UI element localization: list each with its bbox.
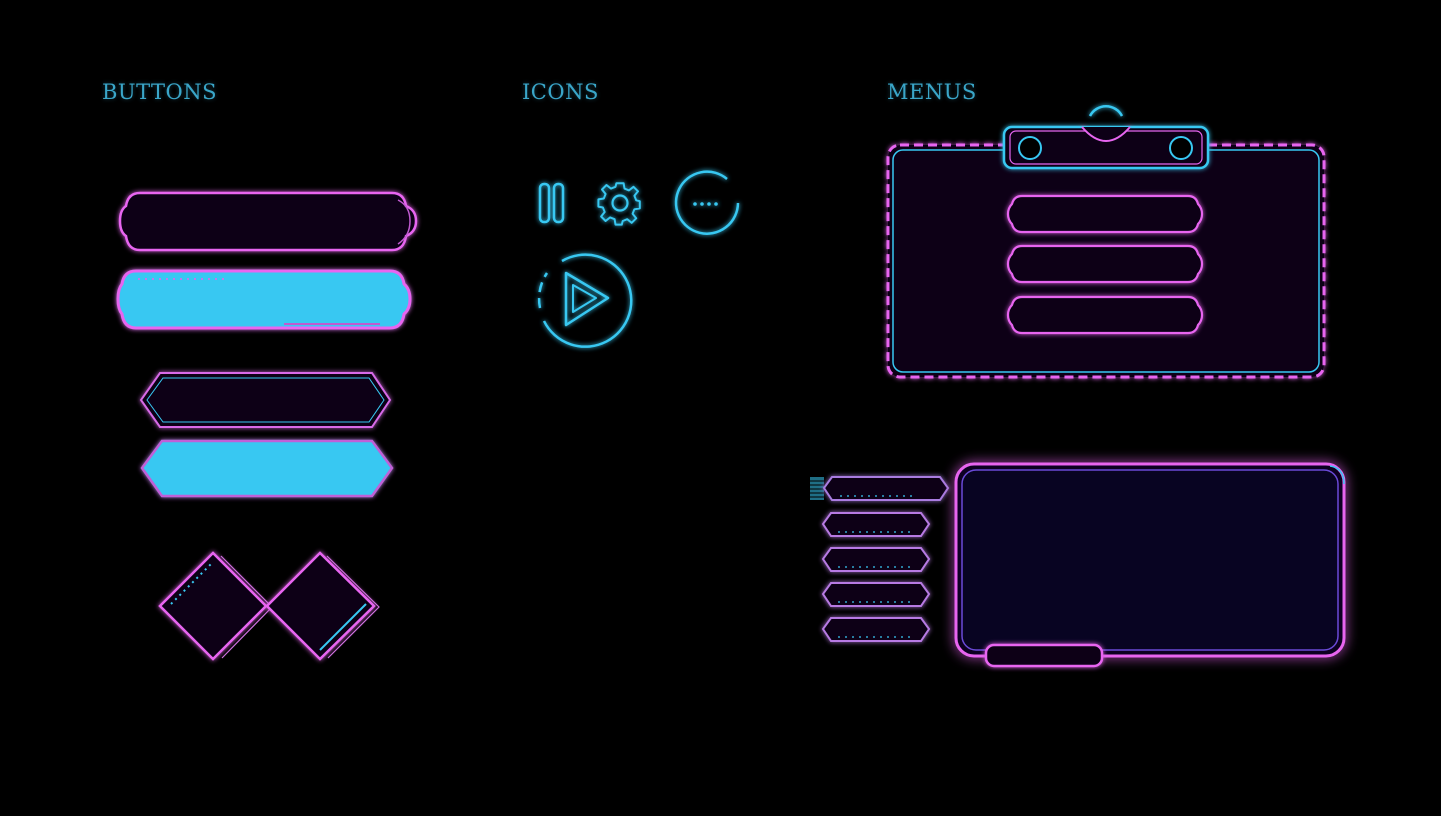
diamond-button-right[interactable]	[265, 551, 380, 661]
pause-icon[interactable]	[538, 182, 565, 224]
menus-section-title: MENUS	[887, 80, 977, 104]
icons-section-title: ICONS	[522, 80, 599, 104]
content-panel-bottom	[954, 462, 1346, 658]
content-panel-tab-button[interactable]	[984, 643, 1104, 668]
rounded-button-active[interactable]	[116, 269, 412, 330]
menu-item-3[interactable]	[1006, 295, 1204, 335]
buttons-section-title: BUTTONS	[102, 80, 218, 104]
gear-icon[interactable]	[597, 182, 641, 226]
side-tab-4[interactable]	[821, 582, 931, 607]
more-icon[interactable]	[674, 170, 740, 235]
hex-button-dark[interactable]	[139, 372, 392, 428]
menu-item-1[interactable]	[1006, 194, 1204, 234]
rounded-button-dark[interactable]	[118, 191, 418, 252]
hex-button-active[interactable]	[140, 439, 394, 498]
side-tab-3[interactable]	[821, 547, 931, 572]
side-tab-list	[810, 476, 950, 642]
side-tab-5[interactable]	[821, 617, 931, 642]
menu-panel-header	[1002, 105, 1210, 170]
play-icon[interactable]	[537, 253, 633, 348]
side-tab-2[interactable]	[821, 512, 931, 537]
side-tab-1-selected[interactable]	[810, 476, 950, 501]
diamond-button-left[interactable]	[158, 551, 273, 661]
menu-item-2[interactable]	[1006, 244, 1204, 284]
